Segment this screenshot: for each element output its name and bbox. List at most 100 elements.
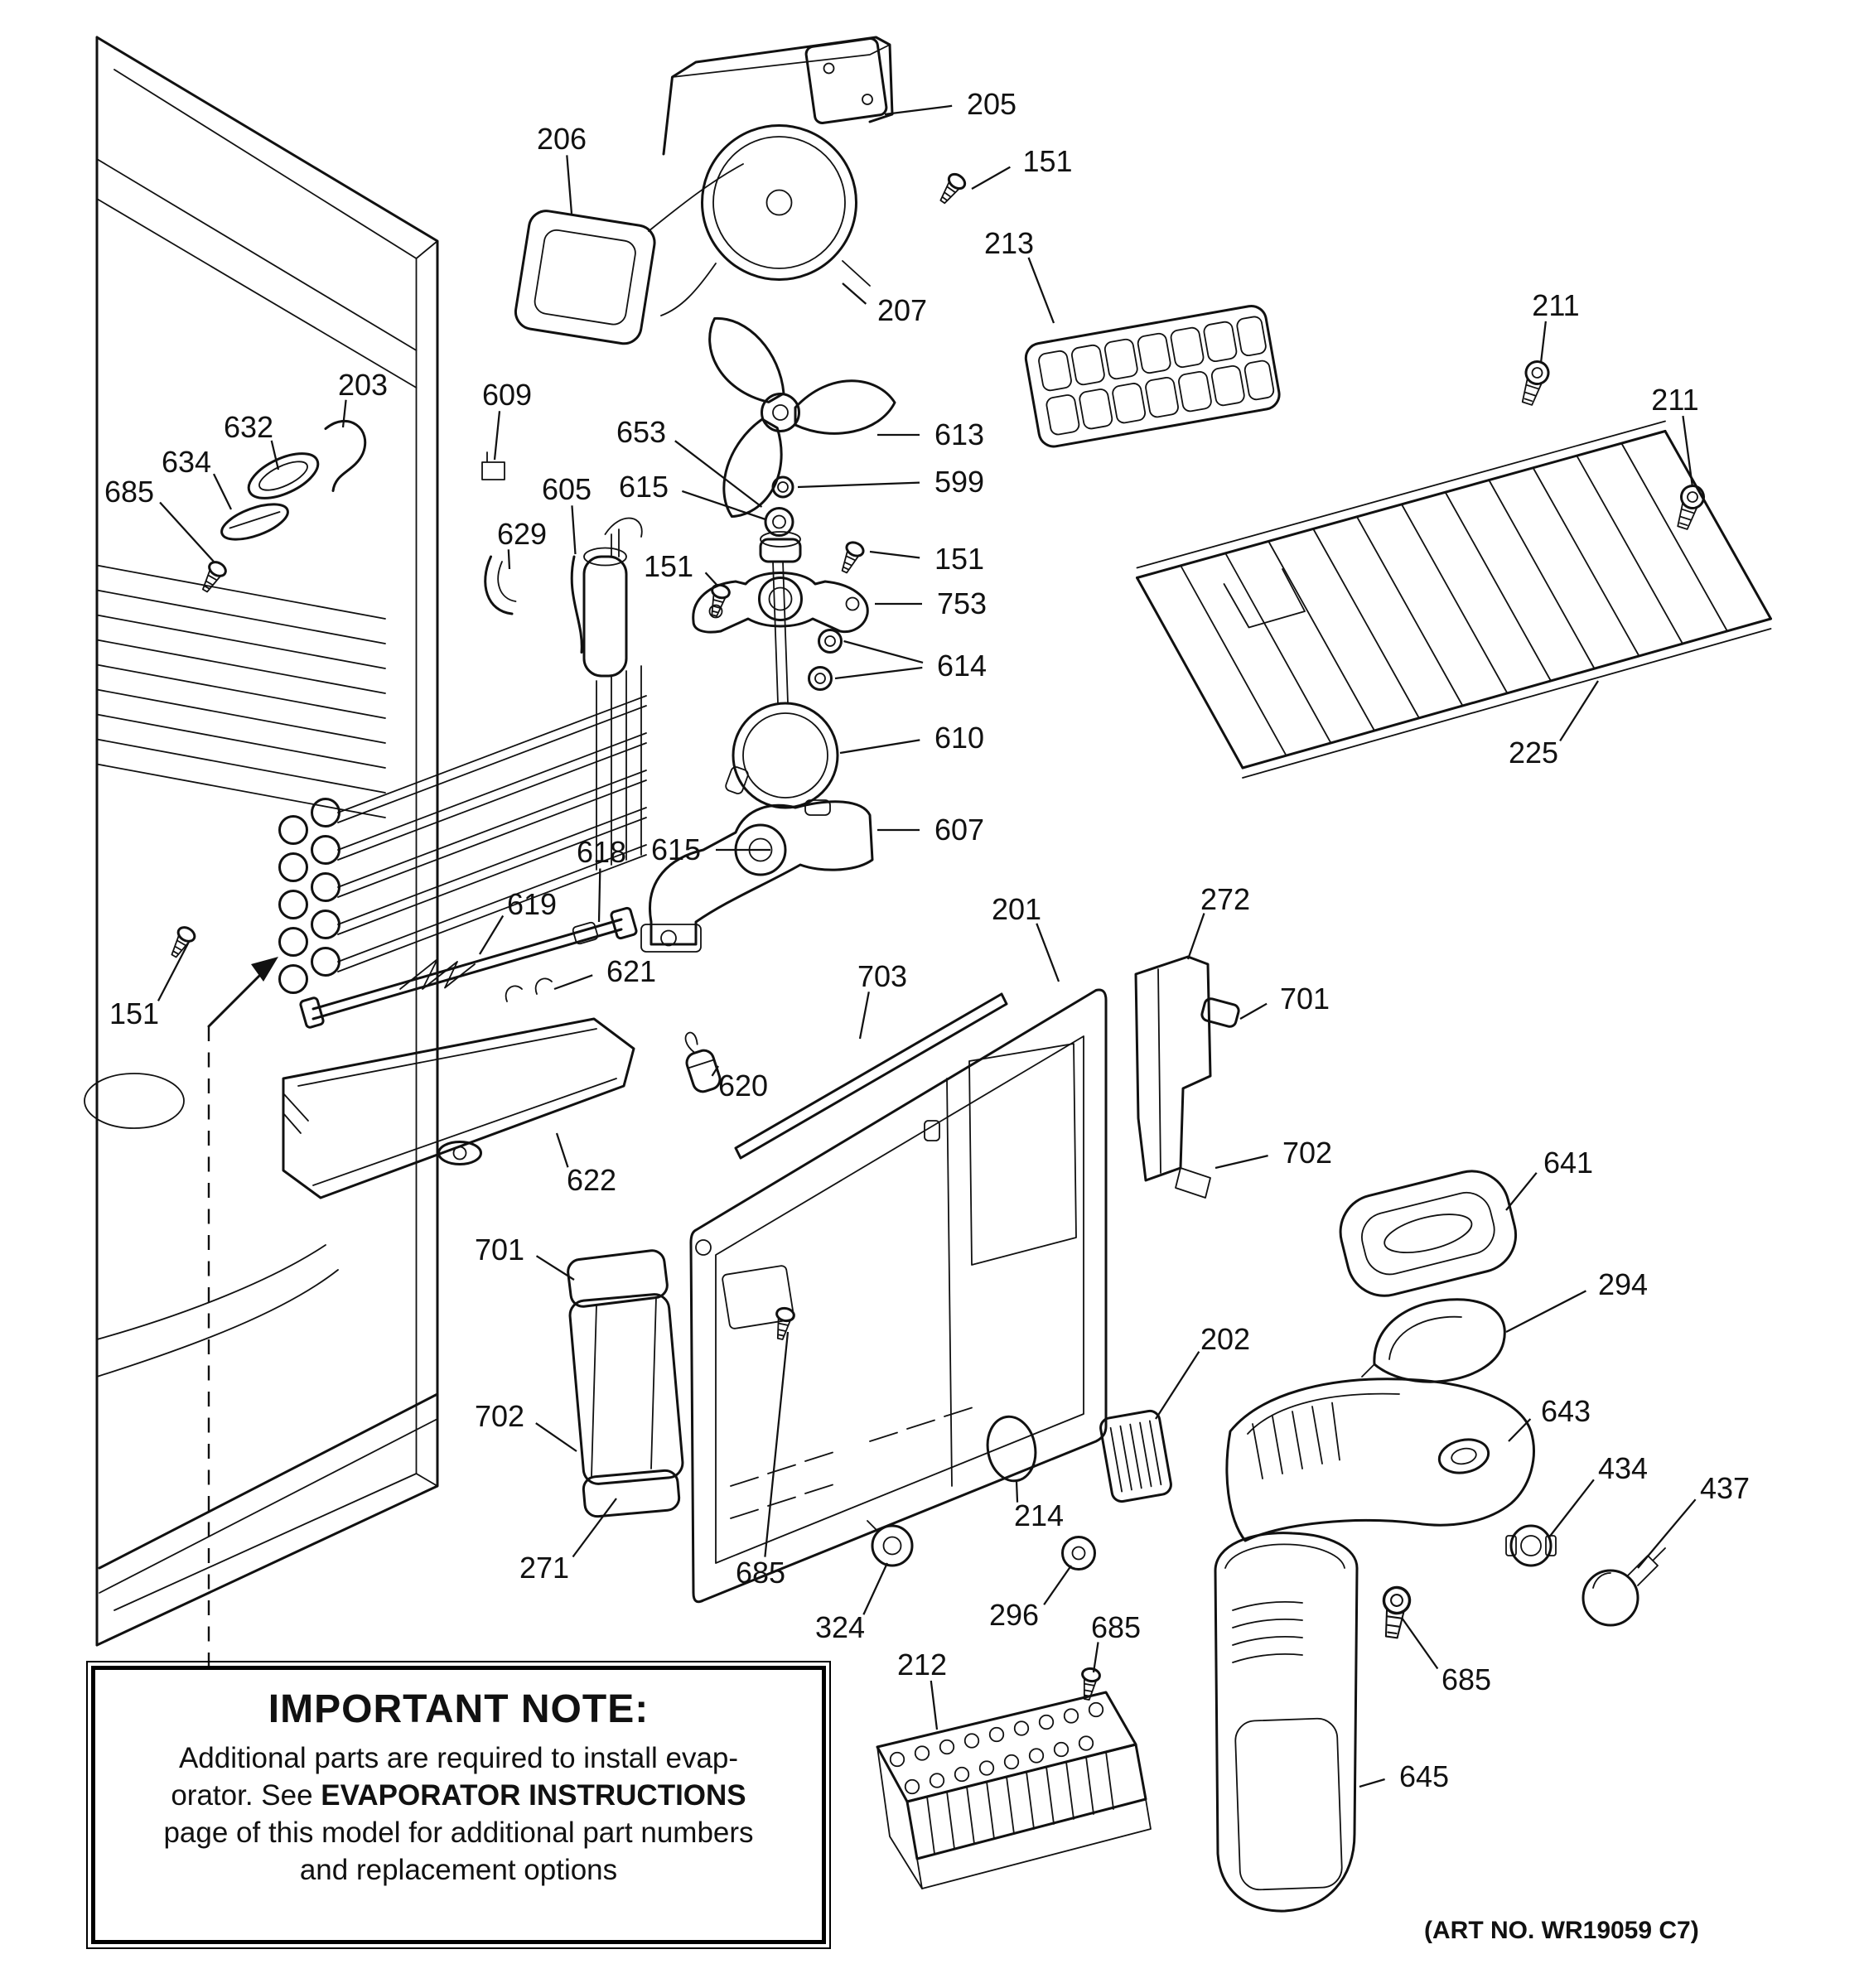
leader-line [1214, 1155, 1268, 1170]
leader-line [764, 1331, 790, 1557]
part-label-151: 151 [1022, 144, 1072, 178]
leader-line [1548, 1479, 1595, 1539]
evaporator-cover-panel [689, 988, 1108, 1604]
fan-shroud [514, 36, 894, 345]
part-label-620: 620 [718, 1069, 768, 1103]
fan-motor-assembly [640, 475, 874, 953]
part-label-614: 614 [937, 649, 987, 683]
air-duct-right [1134, 955, 1240, 1199]
leader-line [930, 1680, 939, 1730]
part-label-632: 632 [224, 410, 273, 444]
screw-icon [934, 170, 969, 209]
wire-shelf [1136, 420, 1772, 779]
note-line-4: and replacement options [299, 1853, 618, 1886]
leader-line [572, 1498, 617, 1558]
leader-line [566, 155, 573, 215]
part-label-621: 621 [606, 954, 656, 988]
defrost-heater [299, 906, 722, 1093]
leader-line [869, 550, 920, 559]
leader-line [1036, 923, 1060, 982]
dispenser-cover [1339, 1170, 1518, 1297]
part-label-201: 201 [992, 892, 1041, 926]
leader-line [535, 1422, 577, 1452]
leader-line [858, 992, 870, 1040]
part-label-685: 685 [1441, 1662, 1491, 1696]
leader-line [971, 166, 1011, 190]
vent-grille [1099, 1409, 1172, 1503]
leader-line [1401, 1617, 1439, 1670]
leader-line [674, 440, 763, 508]
part-label-618: 618 [577, 835, 626, 869]
ice-cube-tray [1024, 305, 1281, 448]
leader-line [1155, 1351, 1200, 1420]
part-label-653: 653 [616, 415, 666, 449]
part-label-629: 629 [497, 517, 547, 551]
leader-line [797, 481, 920, 489]
part-label-685: 685 [736, 1556, 785, 1590]
leader-line [553, 974, 593, 991]
leader-line [1682, 415, 1694, 488]
note-line-1: Additional parts are required to install… [178, 1742, 739, 1775]
note-body: Additional parts are required to install… [117, 1740, 800, 1889]
shoulder-screw-icon [1515, 357, 1553, 408]
leader-line [1559, 680, 1599, 742]
shelf-retainer [1361, 1298, 1506, 1383]
leader-line [862, 1562, 889, 1615]
leader-line [1186, 913, 1205, 960]
duct-strip [734, 992, 1008, 1160]
shoulder-screw-icon [1670, 481, 1708, 533]
part-label-213: 213 [984, 226, 1034, 260]
part-label-702: 702 [1282, 1136, 1332, 1170]
part-label-296: 296 [989, 1598, 1039, 1632]
leader-line [839, 739, 920, 755]
leader-line [555, 1132, 569, 1168]
ice-bin [876, 1691, 1152, 1889]
part-label-203: 203 [338, 368, 388, 402]
part-label-272: 272 [1200, 882, 1250, 916]
insulator-block-left [567, 1249, 684, 1518]
light-bulb [1582, 1547, 1666, 1627]
leader-line [1505, 1172, 1538, 1211]
drain-trough [282, 1017, 635, 1199]
light-shield [1225, 1378, 1535, 1542]
leader-line [535, 1255, 575, 1281]
evaporator-coil [220, 419, 647, 994]
part-label-434: 434 [1598, 1451, 1648, 1485]
leader-line [571, 505, 577, 555]
screw-icon [196, 557, 229, 596]
leader-line [479, 914, 505, 955]
leader-line [1505, 1290, 1586, 1334]
leader-line [1043, 1565, 1072, 1605]
bolt-icon [1377, 1584, 1413, 1641]
screw-icon [1076, 1666, 1103, 1702]
grommet [1061, 1536, 1096, 1571]
screw-icon [770, 1305, 797, 1343]
note-line-3: page of this model for additional part n… [163, 1816, 754, 1849]
part-label-207: 207 [877, 293, 927, 327]
part-label-437: 437 [1700, 1471, 1750, 1505]
leader-line [597, 868, 601, 923]
part-label-615: 615 [619, 470, 669, 504]
art-number: (ART NO. WR19059 C7) [1424, 1916, 1699, 1944]
part-label-641: 641 [1543, 1146, 1593, 1180]
leader-line [1239, 1002, 1268, 1020]
note-line-2-bold: EVAPORATOR INSTRUCTIONS [321, 1778, 746, 1812]
part-label-202: 202 [1200, 1322, 1250, 1356]
part-label-685: 685 [1091, 1610, 1141, 1644]
part-label-212: 212 [897, 1648, 947, 1682]
part-label-211: 211 [1532, 288, 1579, 322]
note-title: IMPORTANT NOTE: [268, 1687, 650, 1732]
leader-line [270, 440, 280, 470]
part-label-609: 609 [482, 378, 532, 412]
leader-line [704, 572, 719, 587]
part-label-685: 685 [104, 475, 154, 509]
part-label-701: 701 [1280, 982, 1330, 1016]
leader-line [681, 490, 766, 521]
leader-line [711, 1065, 719, 1077]
part-label-634: 634 [162, 445, 211, 479]
part-label-702: 702 [475, 1399, 524, 1433]
part-label-703: 703 [857, 959, 907, 993]
leader-line [834, 666, 923, 680]
